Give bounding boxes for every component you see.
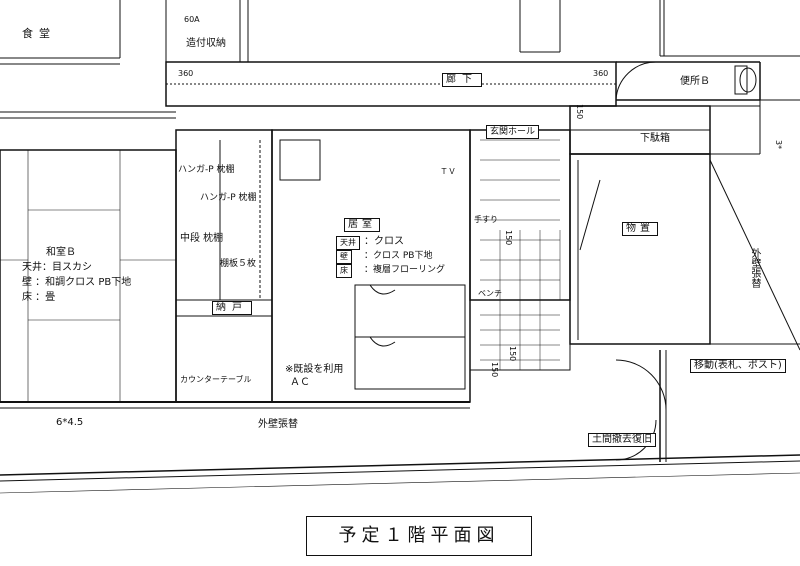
room-corridor: 廊下 <box>442 73 482 87</box>
label-counter-table: カウンターテーブル <box>180 375 252 384</box>
dim-150-top: 150 <box>575 104 584 120</box>
label-built-in-storage: 造付収納 <box>186 38 226 49</box>
label-exterior-wall-right: 外壁張替 <box>749 248 760 288</box>
label-earth-floor: 土間撤去復旧 <box>588 433 656 447</box>
label-hanger-1: ハンガ-P 枕棚 <box>178 165 235 175</box>
wall-finish: ：クロス PB下地 <box>364 251 433 261</box>
room-dining: 食堂 <box>22 27 56 40</box>
label-washitsu-size: 6*4.5 <box>56 417 84 428</box>
label-middle-shelf: 中段 枕棚 <box>180 233 224 244</box>
room-washitsu: 和室Ｂ <box>46 247 76 258</box>
dim-150-stair: 150 <box>504 230 513 246</box>
dim-360-left: 360 <box>178 69 194 78</box>
dim-150-step: 150 <box>490 362 499 378</box>
dim-360-right: 360 <box>593 69 609 78</box>
label-exterior-wall-bottom: 外壁張替 <box>258 419 298 430</box>
floor-finish: ：複層フローリング <box>364 265 446 275</box>
label-bench: ベンチ <box>478 289 502 298</box>
wall-tag: 壁 <box>336 250 352 264</box>
label-existing: ※既設を利用 <box>285 364 344 375</box>
label-handrail: 手すり <box>474 215 498 224</box>
room-entrance-hall: 玄関ホール <box>486 125 540 139</box>
label-shelves: 棚板５枚 <box>220 259 257 269</box>
drawing-title: 予定１階平面図 <box>306 516 532 556</box>
washitsu-wall: 壁 ：和調クロス PB下地 <box>22 277 132 288</box>
dim-150-porch: 150 <box>508 346 517 362</box>
room-living: 居室 <box>344 218 380 232</box>
room-shoe-box: 下駄箱 <box>640 133 670 144</box>
label-hanger-2: ハンガ-P 枕棚 <box>200 193 257 203</box>
label-relocate: 移動(表札、ポスト) <box>690 359 786 373</box>
floor-tag: 床 <box>336 264 352 278</box>
label-ac: ＡＣ <box>290 377 310 388</box>
ceiling-finish: ：クロス <box>364 236 404 247</box>
room-storage: 物置 <box>622 222 658 236</box>
dim-60a: 60A <box>184 15 200 24</box>
ceiling-tag: 天井 <box>336 236 360 250</box>
washitsu-floor: 床 ：畳 <box>22 292 56 303</box>
label-extension: 3* <box>774 140 783 150</box>
washitsu-ceiling: 天井：目スカシ <box>22 262 92 273</box>
room-closet: 納戸 <box>212 301 252 315</box>
room-toilet: 便所Ｂ <box>680 76 710 87</box>
label-tv: ＴＶ <box>440 167 456 176</box>
